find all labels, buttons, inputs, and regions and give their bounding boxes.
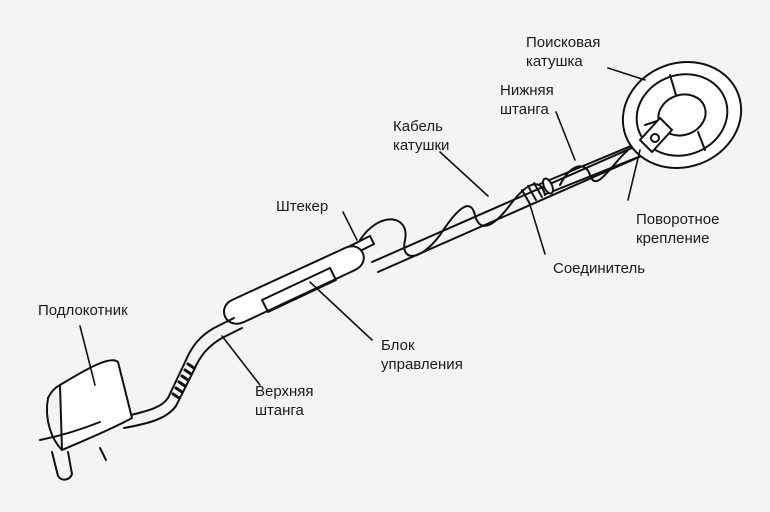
label-swivel-mount: Поворотное крепление — [636, 211, 720, 247]
control-unit-shape — [223, 245, 365, 325]
armrest-shape — [39, 359, 133, 481]
label-plug: Штекер — [276, 198, 329, 215]
upper-rod-shape — [119, 317, 243, 429]
label-lower-rod: Нижняя штанга — [500, 82, 554, 118]
lower-rod-shape — [371, 137, 657, 273]
swivel-mount-shape — [639, 117, 673, 153]
label-armrest: Подлокотник — [38, 302, 128, 319]
label-coil-cable: Кабель катушки — [393, 118, 450, 154]
label-upper-rod: Верхняя штанга — [255, 383, 314, 419]
label-connector: Соединитель — [553, 260, 646, 277]
leader-lines — [79, 67, 646, 386]
label-control-unit: Блок управления — [381, 337, 463, 373]
connector-shape — [521, 177, 554, 205]
search-coil-shape — [621, 61, 743, 169]
label-search-coil: Поисковая катушка — [526, 34, 601, 70]
